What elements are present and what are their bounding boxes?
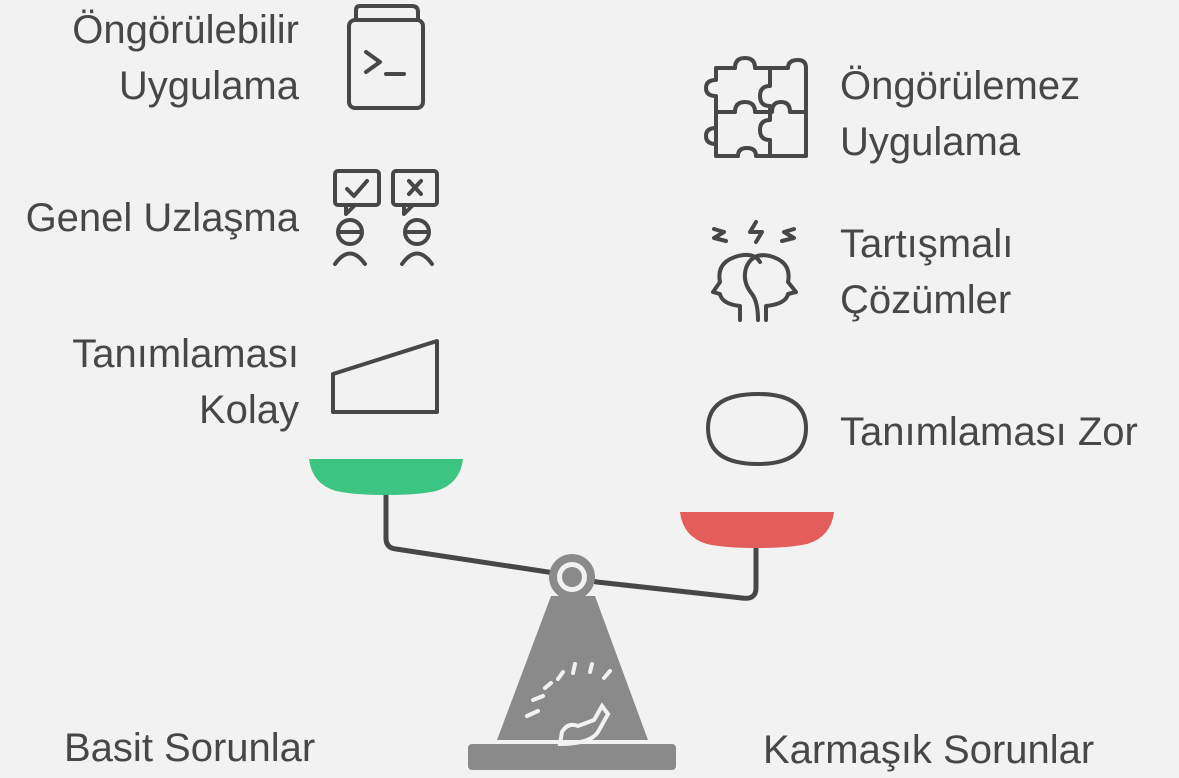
label-consensus: Genel Uzlaşma [25, 196, 299, 240]
label-simple-problems: Basit Sorunlar [64, 726, 316, 770]
label-hard-to-define: Tanımlaması Zor [840, 410, 1138, 454]
label-complex-problems: Karmaşık Sorunlar [763, 728, 1095, 772]
label-controversial: Tartışmalı Çözümler [840, 222, 1014, 322]
left-pan [309, 459, 463, 495]
label-unpredictable: Öngörülemez Uygulama [840, 64, 1081, 164]
rounded-blob-shape-icon [706, 392, 808, 466]
right-pan [680, 512, 834, 548]
puzzle-icon [704, 56, 808, 158]
label-predictable: Öngörülebilir Uygulama [72, 8, 299, 108]
trapezoid-shape-icon [331, 339, 439, 414]
label-easy-to-define: Tanımlaması Kolay [72, 332, 299, 432]
gauge-icon [525, 662, 612, 747]
arguing-heads-icon [711, 220, 798, 322]
agreeing-people-icon [333, 169, 439, 266]
terminal-book-icon [347, 4, 425, 110]
